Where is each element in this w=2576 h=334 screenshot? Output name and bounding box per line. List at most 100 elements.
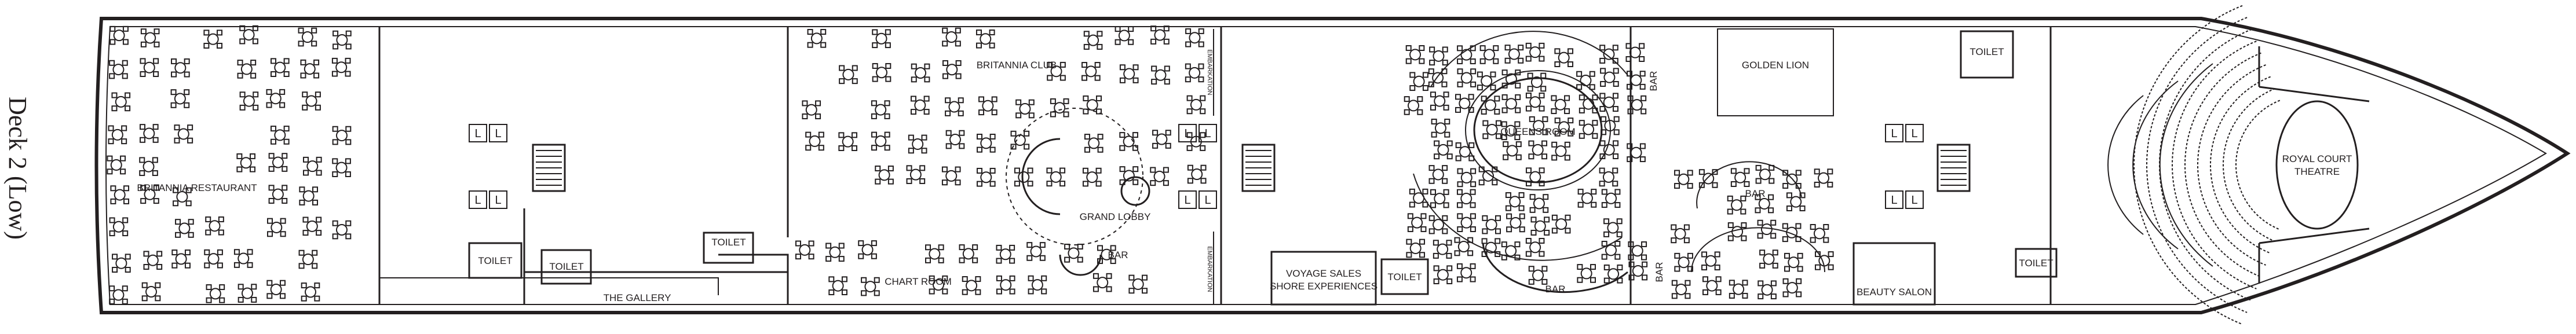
- table: [1433, 50, 1445, 62]
- chair: [1671, 237, 1677, 244]
- theatre-seat-row: [2210, 76, 2271, 254]
- chair: [1200, 132, 1206, 138]
- chair: [1501, 241, 1507, 248]
- chair: [1814, 181, 1820, 188]
- chair: [1404, 109, 1410, 115]
- table: [272, 188, 284, 200]
- chair: [171, 71, 177, 78]
- table: [799, 244, 811, 256]
- chair: [1740, 195, 1746, 201]
- table: [1132, 278, 1144, 290]
- chair: [1603, 264, 1610, 270]
- chair: [1577, 189, 1584, 195]
- chair: [107, 155, 113, 162]
- chair: [991, 109, 997, 116]
- chair: [108, 125, 114, 131]
- table: [1761, 284, 1773, 296]
- chair: [1185, 28, 1192, 34]
- chair: [1482, 120, 1489, 126]
- chair: [955, 27, 961, 34]
- table: [1154, 69, 1167, 81]
- toilet-label: TOILET: [1970, 46, 2004, 57]
- chair: [1674, 170, 1680, 176]
- chair: [1119, 77, 1126, 83]
- chair: [1110, 258, 1116, 265]
- chair: [1590, 277, 1596, 283]
- chair: [1797, 266, 1803, 272]
- chair: [107, 168, 113, 175]
- chair: [314, 282, 320, 289]
- table: [1437, 144, 1449, 156]
- chair: [1702, 289, 1709, 295]
- table: [1731, 226, 1744, 238]
- table: [112, 221, 125, 233]
- chair: [109, 60, 115, 66]
- chair: [204, 262, 210, 269]
- chair: [1782, 278, 1789, 284]
- chair: [955, 179, 961, 186]
- chair: [111, 105, 118, 112]
- chair: [1591, 201, 1597, 208]
- chair: [204, 249, 210, 255]
- chair: [206, 297, 212, 303]
- chair: [312, 249, 318, 256]
- chair: [1823, 224, 1829, 230]
- chair: [1539, 167, 1545, 174]
- chair: [122, 60, 128, 66]
- table: [999, 248, 1011, 260]
- chair: [1565, 214, 1571, 221]
- chair: [1741, 235, 1747, 241]
- chair: [941, 179, 948, 186]
- lift-box: [1885, 190, 1903, 209]
- chair: [143, 264, 149, 270]
- table: [1629, 46, 1641, 58]
- table: [144, 188, 156, 200]
- chair: [1543, 207, 1549, 213]
- chair: [925, 244, 931, 251]
- chair: [1755, 178, 1762, 184]
- chair: [919, 178, 926, 184]
- chair: [1028, 112, 1035, 119]
- chair: [1671, 280, 1678, 286]
- chair: [1407, 226, 1413, 232]
- chair: [805, 131, 812, 138]
- chair: [1084, 134, 1090, 140]
- chair: [279, 293, 286, 299]
- table: [1086, 99, 1098, 111]
- chair: [1050, 98, 1056, 104]
- chair: [1495, 251, 1501, 258]
- theatre-seat-row: [2184, 52, 2261, 278]
- chair: [140, 124, 146, 130]
- table: [1583, 123, 1595, 135]
- chair: [1467, 250, 1474, 256]
- table: [1097, 277, 1109, 289]
- chair: [1674, 252, 1680, 259]
- chair: [1430, 202, 1436, 208]
- chair: [1028, 275, 1034, 281]
- chair: [1444, 131, 1450, 138]
- chair: [1009, 275, 1015, 281]
- table: [1532, 144, 1544, 156]
- chair: [1456, 202, 1463, 208]
- chair: [1187, 178, 1193, 184]
- chair: [332, 30, 339, 36]
- chair: [1577, 264, 1583, 270]
- table: [1558, 121, 1570, 133]
- chair: [1540, 72, 1547, 79]
- table: [1630, 146, 1642, 159]
- chair: [852, 78, 858, 85]
- chair: [1828, 264, 1834, 270]
- chair: [808, 240, 814, 247]
- chair: [173, 200, 179, 207]
- chair: [955, 166, 961, 172]
- chair: [972, 257, 978, 263]
- table: [1758, 197, 1770, 210]
- chair: [1744, 181, 1750, 188]
- chair: [1674, 183, 1680, 189]
- table: [1529, 241, 1541, 254]
- table: [335, 130, 348, 142]
- chair: [1442, 60, 1448, 66]
- chair: [1577, 201, 1584, 208]
- chair: [155, 295, 161, 302]
- chair: [989, 42, 995, 49]
